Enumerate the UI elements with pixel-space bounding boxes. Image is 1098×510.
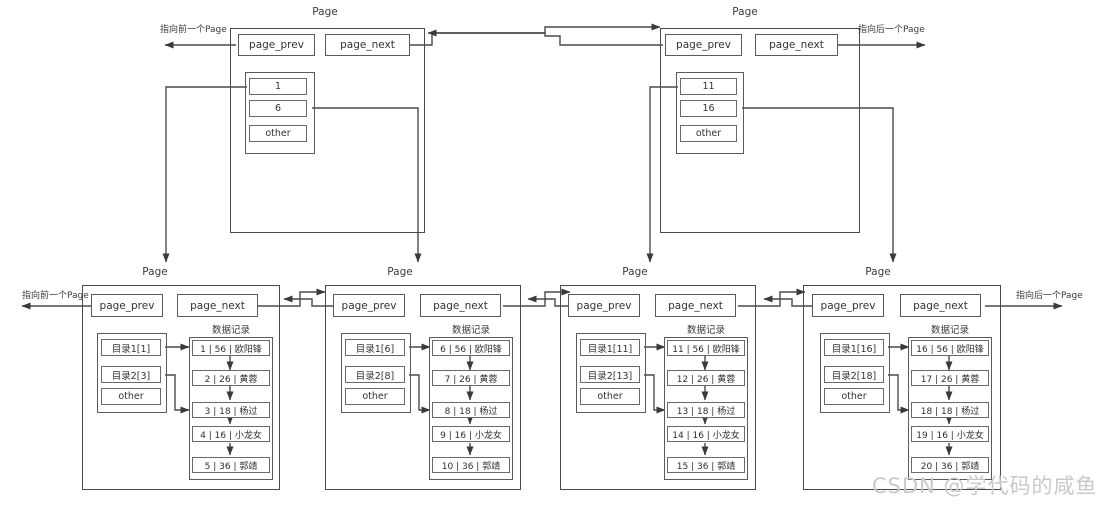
leaf-page-4[interactable] — [803, 285, 1001, 490]
leaf-page-3-slot-0[interactable]: 目录1[11] — [580, 339, 640, 356]
leaf-page-1-slot-0[interactable]: 目录1[1] — [101, 339, 161, 356]
leaf-page-3-caption: Page — [622, 266, 648, 278]
leaf-page-2-records-caption: 数据记录 — [451, 325, 490, 336]
leaf-page-4-record-0[interactable]: 16 | 56 | 欧阳锋 — [911, 340, 989, 356]
leaf-page-3-record-1[interactable]: 12 | 26 | 黄蓉 — [667, 370, 745, 386]
index-page-left-slot-1[interactable]: 6 — [249, 100, 307, 117]
edge-label-next-bottom: 指向后一个Page — [1016, 291, 1083, 301]
leaf-page-2-record-group — [429, 337, 513, 480]
leaf-page-1-record-0[interactable]: 1 | 56 | 欧阳锋 — [192, 340, 270, 356]
index-page-left-caption: Page — [312, 6, 338, 18]
leaf-page-4-slot-0[interactable]: 目录1[16] — [824, 339, 884, 356]
index-page-left-slot-2[interactable]: other — [249, 125, 307, 142]
leaf-page-3-record-3[interactable]: 14 | 16 | 小龙女 — [667, 426, 745, 442]
leaf-page-3-records-caption: 数据记录 — [686, 325, 725, 336]
leaf-page-4-slot-group — [820, 333, 890, 413]
leaf-page-4-records-caption: 数据记录 — [930, 325, 969, 336]
leaf-page-2[interactable] — [325, 285, 521, 490]
leaf-page-1-record-3[interactable]: 4 | 16 | 小龙女 — [192, 426, 270, 442]
index-page-left-next-pointer[interactable]: page_next — [325, 34, 410, 56]
leaf-page-3-record-4[interactable]: 15 | 36 | 郭靖 — [667, 457, 745, 473]
leaf-page-3-record-2[interactable]: 13 | 18 | 杨过 — [667, 402, 745, 418]
leaf-page-2-slot-group — [341, 333, 411, 413]
index-page-right-caption: Page — [732, 6, 758, 18]
leaf-page-1-next-pointer[interactable]: page_next — [177, 294, 258, 317]
index-page-left-prev-pointer[interactable]: page_prev — [238, 34, 315, 56]
leaf-page-4-record-group — [908, 337, 992, 480]
leaf-page-3-slot-1[interactable]: 目录2[13] — [580, 366, 640, 383]
leaf-page-1-records-caption: 数据记录 — [211, 325, 250, 336]
leaf-page-3-record-0[interactable]: 11 | 56 | 欧阳锋 — [667, 340, 745, 356]
leaf-page-2-record-2[interactable]: 8 | 18 | 杨过 — [432, 402, 510, 418]
leaf-page-2-caption: Page — [387, 266, 413, 278]
leaf-page-3-slot-group — [576, 333, 646, 413]
leaf-page-1-slot-1[interactable]: 目录2[3] — [101, 366, 161, 383]
leaf-page-3-slot-2[interactable]: other — [580, 388, 640, 405]
index-page-right-prev-pointer[interactable]: page_prev — [665, 34, 742, 56]
index-page-left-slot-0[interactable]: 1 — [249, 78, 307, 95]
leaf-page-2-record-0[interactable]: 6 | 56 | 欧阳锋 — [432, 340, 510, 356]
watermark: CSDN @学代码的咸鱼 — [872, 474, 1098, 498]
index-page-right-slot-0[interactable]: 11 — [680, 78, 737, 95]
leaf-page-2-next-pointer[interactable]: page_next — [420, 294, 501, 317]
index-page-right-slot-2[interactable]: other — [680, 125, 737, 142]
leaf-page-2-slot-2[interactable]: other — [345, 388, 405, 405]
leaf-page-2-record-4[interactable]: 10 | 36 | 郭靖 — [432, 457, 510, 473]
leaf-page-3[interactable] — [560, 285, 756, 490]
leaf-page-4-record-2[interactable]: 18 | 18 | 杨过 — [911, 402, 989, 418]
leaf-page-1-record-4[interactable]: 5 | 36 | 郭靖 — [192, 457, 270, 473]
leaf-page-4-slot-1[interactable]: 目录2[18] — [824, 366, 884, 383]
leaf-page-2-prev-pointer[interactable]: page_prev — [333, 294, 405, 317]
leaf-page-2-slot-0[interactable]: 目录1[6] — [345, 339, 405, 356]
leaf-page-4-record-3[interactable]: 19 | 16 | 小龙女 — [911, 426, 989, 442]
leaf-page-1[interactable] — [82, 285, 280, 490]
leaf-page-2-record-3[interactable]: 9 | 16 | 小龙女 — [432, 426, 510, 442]
edge-label-next-top: 指向后一个Page — [858, 25, 925, 35]
leaf-page-3-next-pointer[interactable]: page_next — [655, 294, 736, 317]
index-page-left[interactable] — [230, 28, 425, 233]
leaf-page-1-caption: Page — [142, 266, 168, 278]
leaf-page-4-prev-pointer[interactable]: page_prev — [812, 294, 884, 317]
index-page-right[interactable] — [660, 28, 860, 233]
leaf-page-1-record-2[interactable]: 3 | 18 | 杨过 — [192, 402, 270, 418]
index-page-left-slot-group — [245, 72, 315, 154]
leaf-page-1-record-group — [189, 337, 273, 480]
leaf-page-1-prev-pointer[interactable]: page_prev — [91, 294, 163, 317]
leaf-page-4-slot-2[interactable]: other — [824, 388, 884, 405]
leaf-page-1-slot-2[interactable]: other — [101, 388, 161, 405]
leaf-page-4-next-pointer[interactable]: page_next — [900, 294, 981, 317]
leaf-page-1-record-1[interactable]: 2 | 26 | 黄蓉 — [192, 370, 270, 386]
leaf-page-3-prev-pointer[interactable]: page_prev — [568, 294, 640, 317]
edge-label-prev-bottom: 指向前一个Page — [22, 291, 89, 301]
leaf-page-3-record-group — [664, 337, 748, 480]
leaf-page-4-record-4[interactable]: 20 | 36 | 郭靖 — [911, 457, 989, 473]
leaf-page-2-slot-1[interactable]: 目录2[8] — [345, 366, 405, 383]
leaf-page-1-slot-group — [97, 333, 167, 413]
index-page-right-slot-group — [676, 72, 744, 154]
index-page-right-slot-1[interactable]: 16 — [680, 100, 737, 117]
leaf-page-4-record-1[interactable]: 17 | 26 | 黄蓉 — [911, 370, 989, 386]
index-page-right-next-pointer[interactable]: page_next — [755, 34, 838, 56]
leaf-page-4-caption: Page — [865, 266, 891, 278]
edge-label-prev-top: 指向前一个Page — [160, 25, 227, 35]
leaf-page-2-record-1[interactable]: 7 | 26 | 黄蓉 — [432, 370, 510, 386]
